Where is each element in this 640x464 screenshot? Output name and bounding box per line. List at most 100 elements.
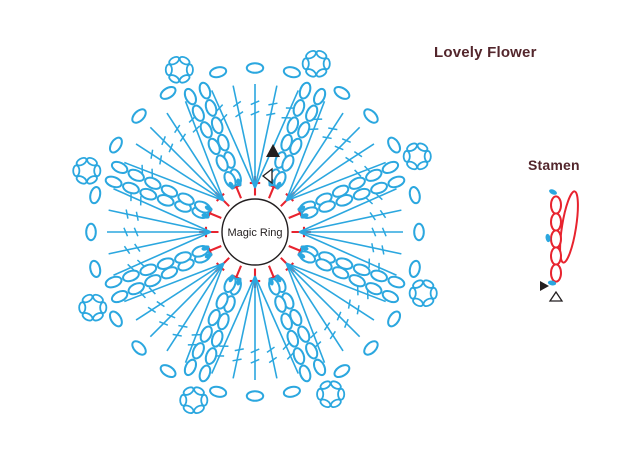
chain-stitch [298, 364, 312, 383]
chain-stitch [319, 398, 332, 409]
chain-stitch [131, 108, 147, 124]
picot-ring [78, 293, 108, 322]
slip-stitch-dot [228, 181, 235, 190]
chain-stitch [286, 116, 300, 135]
picot-ring [164, 55, 194, 84]
treble-stem [124, 262, 225, 303]
chain-stitch [315, 258, 333, 272]
chain-stitch [406, 160, 418, 171]
chain-stitch [89, 186, 102, 205]
chain-stitch [406, 142, 418, 152]
chain-stitch [286, 329, 300, 348]
chain-stitch [144, 274, 162, 288]
chain-stitch [198, 364, 212, 383]
chain-stitch [316, 387, 325, 401]
treble-crossbar [356, 305, 360, 315]
chain-stitch [127, 282, 145, 296]
treble-crossbar [266, 346, 275, 353]
chain-stitch [550, 263, 562, 283]
treble-crossbar [250, 110, 260, 116]
chain-stitch [297, 121, 311, 139]
treble-stem [254, 90, 300, 189]
chain-stitch [381, 160, 400, 175]
treble-stem [298, 209, 402, 233]
flower-diagram [72, 49, 438, 415]
picot-ring [316, 380, 346, 409]
treble-crossbar [365, 197, 374, 205]
picot-ring [72, 156, 102, 185]
chain-stitch [127, 168, 145, 182]
treble-stem [210, 275, 256, 374]
treble-crossbar [174, 124, 181, 134]
treble-crossbar [381, 227, 387, 237]
chain-stitch [93, 164, 102, 178]
chain-stitch [337, 387, 346, 401]
chain-stitch [550, 246, 562, 266]
slip-stitch-dot [201, 245, 210, 251]
chain-stitch [408, 286, 417, 300]
chain-stitch [280, 312, 293, 331]
treble-stem [285, 143, 375, 202]
chain-stitch [387, 175, 406, 189]
treble-crossbar [343, 318, 349, 328]
chain-stitch [423, 150, 432, 163]
slip-stitch-dot [236, 178, 242, 187]
stamen-long-loop [559, 190, 579, 264]
treble-stem [166, 262, 225, 352]
treble-crossbar [150, 149, 154, 159]
chain-stitch [416, 160, 429, 171]
chain-stitch [387, 275, 406, 289]
treble-stem [285, 262, 386, 303]
treble-crossbar [192, 125, 201, 133]
chain-stitch [131, 340, 147, 356]
treble-crossbar [215, 104, 224, 112]
treble-crossbar [159, 320, 169, 326]
treble-crossbar [250, 358, 260, 364]
chain-stitch [156, 257, 175, 270]
chain-stitch [365, 168, 383, 182]
chain-stitch [289, 137, 303, 156]
treble-stem [232, 85, 256, 189]
chain-stitch [199, 121, 213, 139]
treble-crossbar [232, 100, 242, 108]
chain-stitch [110, 160, 129, 175]
chain-stitch [81, 293, 94, 304]
chain-stitch [75, 156, 88, 167]
treble-stem [149, 262, 225, 338]
chain-stitch [122, 181, 140, 195]
slip-stitch-dot [297, 252, 306, 259]
treble-stem [285, 262, 361, 338]
treble-crossbar [159, 155, 163, 165]
treble-stem [108, 231, 212, 255]
petal [108, 250, 237, 415]
chain-stitch [412, 297, 424, 308]
treble-crossbar [371, 227, 377, 237]
slip-stitch-dot [275, 181, 282, 190]
slip-stitch-dot [300, 213, 309, 219]
treble-crossbar [148, 286, 156, 295]
magic-ring: Magic Ring [221, 198, 289, 266]
chain-stitch [408, 259, 421, 278]
petal [273, 250, 438, 379]
treble-crossbar [161, 136, 167, 146]
chain-stitch [281, 154, 295, 172]
chain-stitch [381, 289, 400, 304]
chain-stitch [159, 364, 177, 379]
slip-stitch-dot [549, 189, 557, 195]
treble-stem [285, 101, 326, 202]
stamen-end-marker-open [548, 290, 564, 302]
treble-stem [298, 231, 402, 255]
slip-stitch-dot [201, 213, 210, 219]
treble-crossbar [134, 243, 141, 252]
slip-stitch-dot [204, 205, 213, 212]
page-title: Lovely Flower [434, 44, 537, 61]
chain-stitch [298, 81, 312, 100]
chain-stitch [319, 380, 332, 390]
petal [273, 49, 402, 214]
chain-stitch [110, 289, 129, 304]
petal [72, 85, 237, 214]
treble-stem [254, 275, 300, 374]
chain-stitch [245, 62, 265, 74]
chain-stitch [348, 176, 366, 190]
